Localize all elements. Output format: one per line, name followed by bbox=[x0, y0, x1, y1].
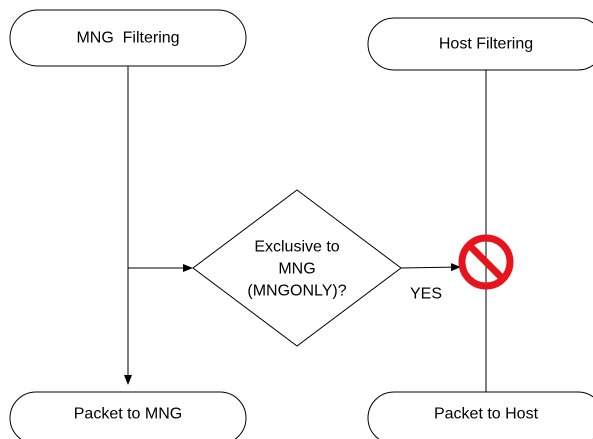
decision-line-2: MNG bbox=[278, 261, 315, 278]
decision-line-3: (MNGONLY)? bbox=[247, 283, 346, 300]
host-filtering-label: Host Filtering bbox=[439, 36, 533, 53]
decision-line-1: Exclusive to bbox=[254, 239, 339, 256]
packet-to-host-label: Packet to Host bbox=[434, 406, 539, 423]
packet-to-mng-node: Packet to MNG bbox=[9, 391, 247, 439]
exclusive-decision: Exclusive to MNG (MNGONLY)? bbox=[192, 189, 402, 347]
packet-to-host-node: Packet to Host bbox=[367, 391, 593, 439]
mng-filtering-label: MNG Filtering bbox=[76, 30, 179, 47]
no-entry-icon bbox=[458, 234, 514, 290]
yes-arrow bbox=[400, 263, 461, 272]
packet-to-mng-label: Packet to MNG bbox=[74, 406, 182, 423]
yes-label: YES bbox=[410, 286, 442, 303]
mng-filtering-node: MNG Filtering bbox=[9, 9, 247, 67]
host-filtering-node: Host Filtering bbox=[367, 17, 593, 71]
